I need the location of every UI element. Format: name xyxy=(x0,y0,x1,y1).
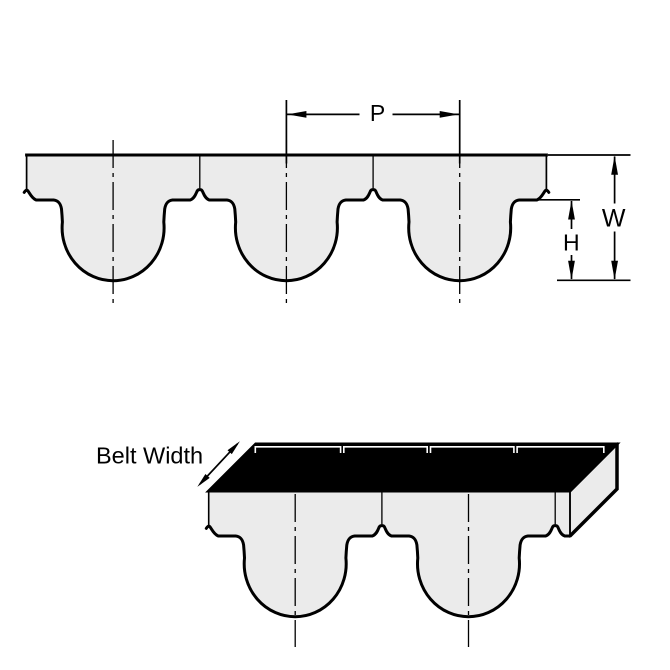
svg-text:Belt Width: Belt Width xyxy=(96,442,203,468)
svg-text:H: H xyxy=(563,230,580,256)
svg-text:W: W xyxy=(602,205,626,233)
svg-text:P: P xyxy=(370,100,385,126)
